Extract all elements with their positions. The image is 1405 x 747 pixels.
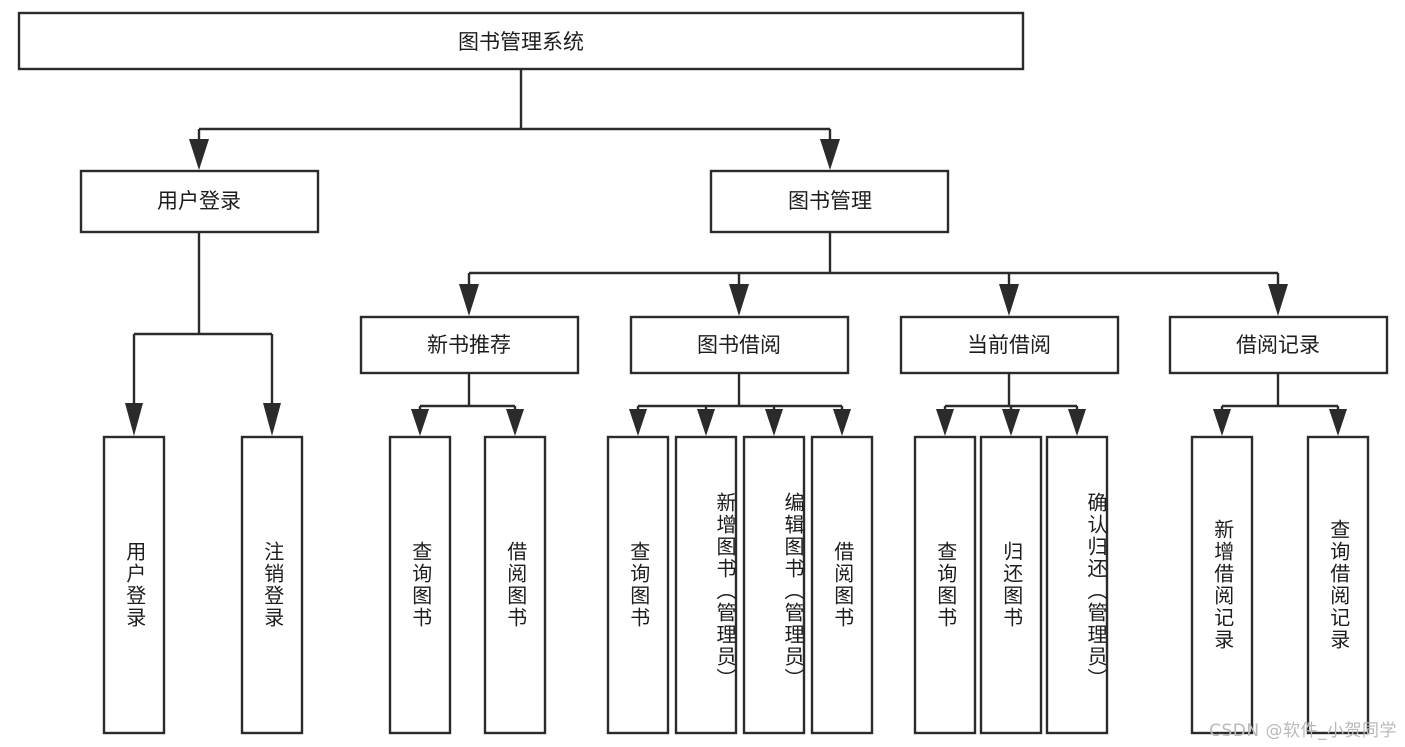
arrow-head-user-login — [189, 139, 209, 170]
node-box-book-borrow[interactable] — [629, 315, 850, 375]
node-user-login[interactable]: 用户登录 — [79, 169, 320, 234]
arrow-head-leaf-user-login — [125, 403, 143, 436]
arrow-head-leaf-add-record — [1213, 409, 1231, 436]
arrow-head-leaf-borrow-book-1 — [506, 409, 524, 436]
node-box-leaf-edit-book[interactable] — [742, 435, 806, 735]
arrow-head-book-borrow — [729, 284, 749, 316]
node-box-leaf-query-record[interactable] — [1306, 435, 1370, 735]
arrow-head-leaf-query-record — [1329, 409, 1347, 436]
node-label-current-borrow: 当前借阅 — [967, 333, 1051, 357]
arrow-head-borrow-record — [1268, 284, 1288, 316]
node-current-borrow[interactable]: 当前借阅 — [899, 315, 1120, 375]
node-book-management[interactable]: 图书管理 — [709, 169, 950, 234]
node-book-borrow[interactable]: 图书借阅 — [629, 315, 850, 375]
arrow-head-leaf-query-book-3 — [936, 409, 954, 436]
node-box-leaf-query-book-1[interactable] — [388, 435, 452, 735]
connector-group-user-login — [125, 232, 281, 436]
arrow-head-leaf-borrow-book-2 — [833, 409, 851, 436]
connector-group-current-borrow — [936, 373, 1086, 436]
node-label-new-book-recommend: 新书推荐 — [427, 333, 511, 357]
connector-group-new-book-recommend — [411, 373, 524, 436]
node-box-leaf-borrow-book-1[interactable] — [483, 435, 547, 735]
node-box-leaf-add-record[interactable] — [1190, 435, 1254, 735]
connector-group-borrow-record — [1213, 373, 1347, 436]
node-label-user-login: 用户登录 — [157, 189, 241, 213]
arrow-head-leaf-query-book-1 — [411, 409, 429, 436]
node-box-leaf-user-logout[interactable] — [240, 435, 304, 735]
node-new-book-recommend[interactable]: 新书推荐 — [359, 315, 580, 375]
node-box-user-login[interactable] — [79, 169, 320, 234]
arrow-head-leaf-edit-book — [765, 409, 783, 436]
arrow-head-leaf-user-logout — [263, 403, 281, 436]
node-box-current-borrow[interactable] — [899, 315, 1120, 375]
node-box-leaf-add-book[interactable] — [674, 435, 738, 735]
node-box-leaf-query-book-2[interactable] — [606, 435, 670, 735]
arrow-head-leaf-confirm-return — [1068, 409, 1086, 436]
node-box-title-system[interactable] — [17, 11, 1025, 71]
watermark-text: CSDN @软件_小贺同学 — [1209, 721, 1397, 741]
arrow-head-current-borrow — [999, 284, 1019, 316]
node-box-leaf-query-book-3[interactable] — [913, 435, 977, 735]
node-label-title-system: 图书管理系统 — [458, 30, 584, 54]
connector-group-book-management — [459, 232, 1288, 316]
node-label-book-management: 图书管理 — [788, 189, 872, 213]
connector-group-root — [189, 70, 840, 170]
node-label-borrow-record: 借阅记录 — [1236, 333, 1320, 357]
arrow-head-leaf-query-book-2 — [629, 409, 647, 436]
node-box-leaf-confirm-return[interactable] — [1045, 435, 1109, 735]
node-borrow-record[interactable]: 借阅记录 — [1168, 315, 1389, 375]
node-box-new-book-recommend[interactable] — [359, 315, 580, 375]
node-box-leaf-return-book[interactable] — [979, 435, 1043, 735]
arrow-head-new-book-recommend — [459, 284, 479, 316]
arrow-head-book-management — [820, 139, 840, 170]
connector-group-book-borrow — [629, 373, 851, 436]
arrow-head-leaf-return-book — [1002, 409, 1020, 436]
node-box-borrow-record[interactable] — [1168, 315, 1389, 375]
node-box-leaf-borrow-book-2[interactable] — [810, 435, 874, 735]
node-box-leaf-user-login[interactable] — [102, 435, 166, 735]
node-title-system[interactable]: 图书管理系统 — [17, 11, 1025, 71]
arrow-head-leaf-add-book — [697, 409, 715, 436]
node-label-book-borrow: 图书借阅 — [697, 333, 781, 357]
node-box-book-management[interactable] — [709, 169, 950, 234]
